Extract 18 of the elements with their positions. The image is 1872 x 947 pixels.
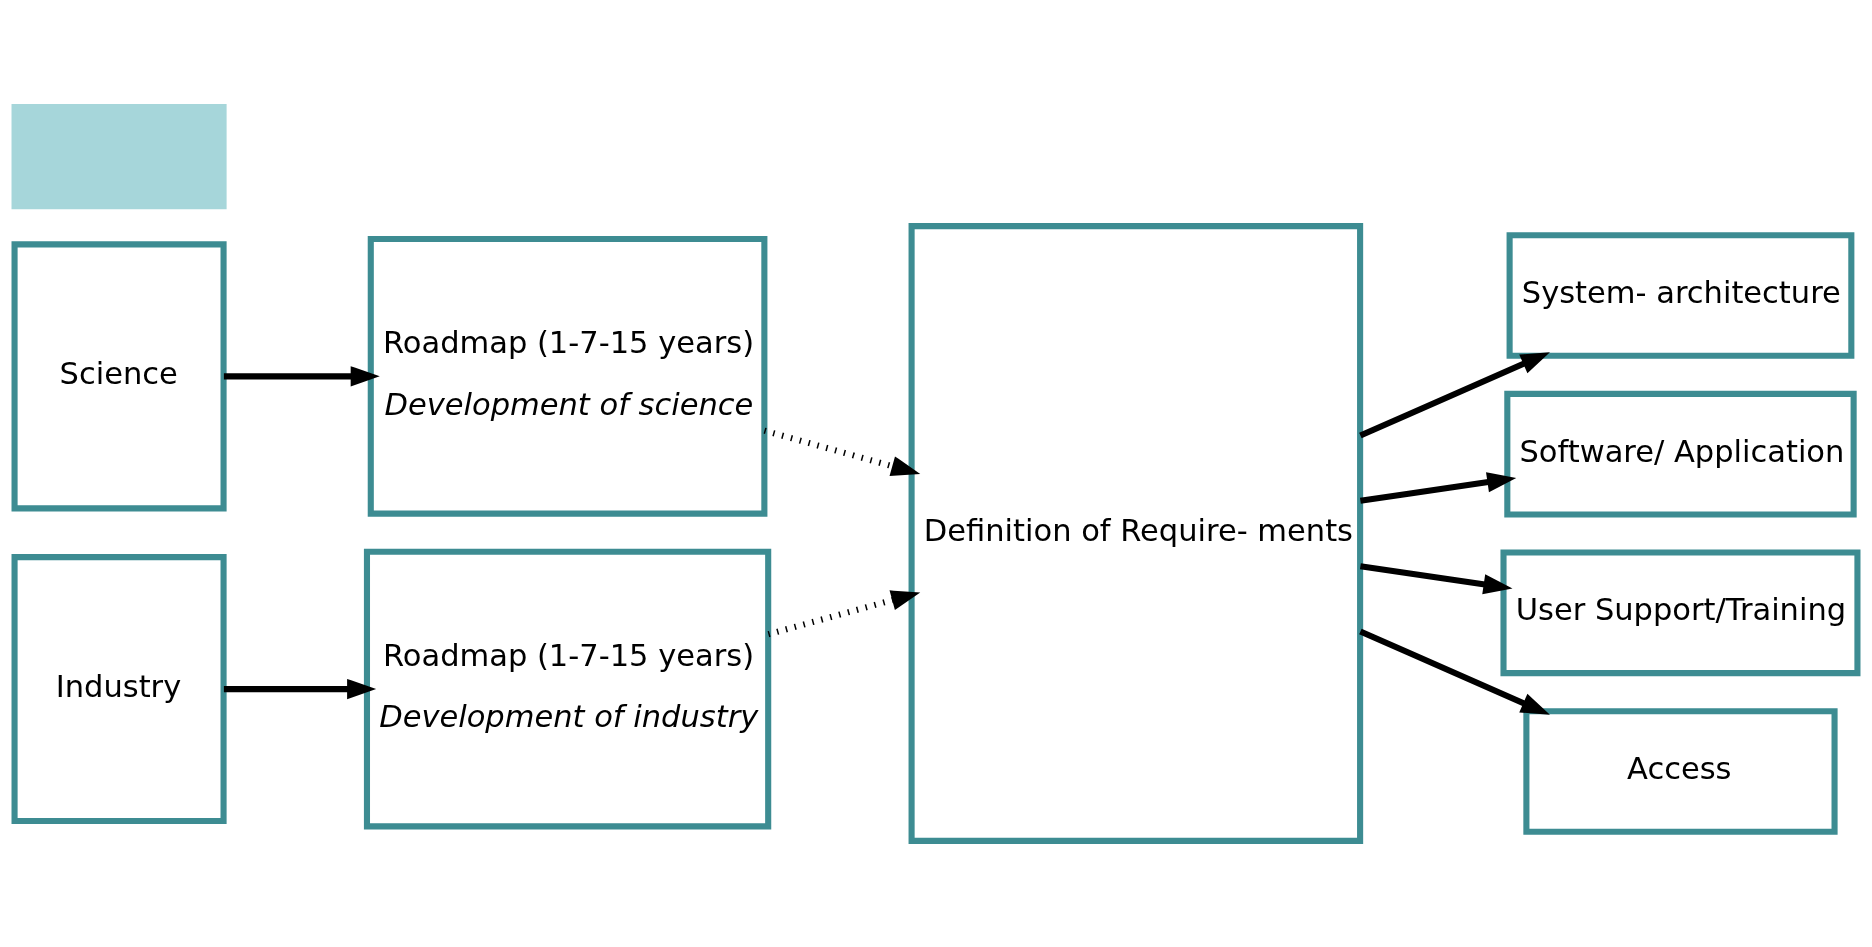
arrow [1359,351,1550,438]
node-box: Industry [11,553,227,824]
node-box: Software/ Application [1504,390,1857,517]
arrow [763,427,921,476]
node-box: Definition of Require- ments [908,222,1364,844]
arrow [1359,562,1513,594]
node-box: Roadmap (1-7-15 years) Development of science [367,235,768,517]
node-bar [11,103,227,209]
arrow [223,365,380,387]
node-box: System- architecture [1506,231,1855,359]
arrow [223,678,377,699]
arrow [767,589,921,637]
node-box: Science [11,240,227,511]
node-box: Roadmap (1-7-15 years) Development of industry [363,548,772,829]
node-box: User Support/Training [1500,549,1861,676]
arrow [1359,628,1550,715]
arrow [1359,471,1517,504]
node-box: Access [1523,707,1838,835]
